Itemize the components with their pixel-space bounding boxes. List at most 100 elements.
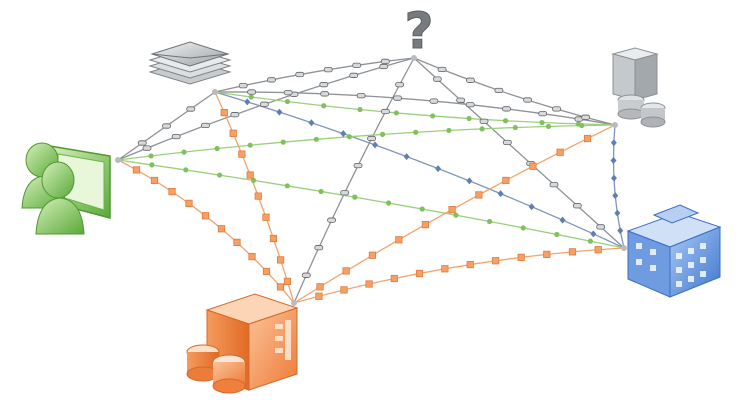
link-marker-dot (587, 238, 594, 244)
link-marker-cube (594, 246, 602, 254)
link-marker-cube (229, 129, 237, 137)
link-marker-cube (269, 234, 278, 243)
link-marker-cube (262, 213, 270, 221)
link-marker-pill (581, 114, 591, 120)
link-marker-cube (217, 225, 226, 233)
link-marker-dot (214, 145, 220, 152)
question-mark-icon: ? (404, 2, 434, 61)
link-marker-cube (233, 238, 241, 246)
link-marker-pill (596, 224, 606, 230)
link-marker-pill (320, 91, 330, 97)
link-marker-dot (284, 98, 291, 105)
mail-stack-icon (148, 41, 232, 85)
link-marker-cube (556, 148, 564, 156)
link-marker-dot (487, 218, 493, 225)
link-marker-diamond (497, 190, 504, 198)
link-marker-pill (162, 123, 171, 129)
link-marker-cube (395, 236, 403, 244)
link-marker-cube (340, 286, 348, 294)
network-link-orange (117, 159, 295, 304)
link-marker-pill (393, 95, 402, 101)
link-marker-cube (583, 134, 592, 143)
link-marker-diamond (276, 108, 283, 116)
link-marker-dot (313, 136, 319, 142)
link-marker-dot (453, 212, 459, 218)
link-marker-dot (149, 162, 155, 168)
network-link-orange (293, 247, 625, 304)
link-marker-pill (247, 89, 257, 95)
hub-point (212, 89, 218, 95)
link-marker-dot (321, 103, 327, 109)
link-marker-dot (479, 126, 485, 132)
network-link-green (214, 91, 616, 126)
network-link-gray (214, 91, 616, 126)
hub-point (411, 55, 417, 61)
link-marker-cube (316, 283, 324, 291)
link-marker-diamond (244, 98, 251, 106)
link-marker-cube (466, 260, 474, 269)
link-marker-cube (254, 192, 262, 200)
link-marker-dot (346, 134, 353, 140)
link-marker-dot (545, 123, 552, 130)
link-marker-pill (572, 203, 582, 209)
link-marker-pill (283, 90, 293, 96)
link-marker-dot (248, 94, 254, 100)
link-marker-cube (502, 176, 510, 185)
link-marker-cube (201, 212, 210, 220)
link-marker-dot (512, 124, 518, 131)
link-marker-diamond (610, 174, 617, 182)
server-database-icon (611, 47, 666, 128)
link-marker-cube (421, 220, 429, 229)
link-marker-pill (502, 106, 511, 112)
link-marker-diamond (610, 156, 617, 164)
link-markers (115, 55, 627, 306)
network-link-green (117, 159, 625, 249)
link-marker-pill (479, 118, 489, 124)
hub-point (621, 245, 627, 251)
link-marker-dot (352, 194, 358, 200)
link-marker-cube (475, 191, 483, 199)
link-marker-pill (186, 106, 196, 112)
link-marker-dot (413, 129, 419, 135)
link-marker-cube (517, 253, 525, 261)
link-marker-dot (247, 142, 253, 148)
link-marker-cube (315, 292, 323, 300)
link-marker-cube (390, 274, 398, 283)
link-marker-cube (132, 166, 141, 174)
link-marker-cube (248, 253, 256, 261)
link-marker-pill (352, 62, 362, 68)
link-marker-cube (492, 257, 500, 265)
link-marker-diamond (610, 139, 617, 147)
link-marker-cube (342, 267, 350, 275)
link-marker-diamond (340, 130, 347, 138)
link-marker-dot (318, 188, 324, 195)
hub-point (291, 300, 297, 306)
link-marker-cube (168, 188, 176, 196)
link-marker-diamond (308, 119, 315, 127)
link-marker-pill (295, 71, 305, 78)
link-marker-cube (150, 176, 159, 185)
link-marker-pill (432, 76, 442, 82)
link-marker-pill (437, 66, 447, 73)
network-links (117, 57, 625, 304)
link-marker-cube (262, 267, 271, 276)
link-marker-pill (137, 140, 147, 146)
link-marker-dot (554, 231, 560, 238)
link-marker-cube (529, 162, 537, 170)
link-marker-pill (142, 145, 152, 151)
link-marker-dot (181, 149, 187, 155)
datacenter-building-icon (186, 293, 299, 394)
link-marker-pill (523, 97, 533, 103)
link-marker-pill (201, 122, 210, 129)
link-marker-pill (238, 83, 248, 89)
link-marker-pill (538, 111, 548, 117)
link-marker-dot (280, 139, 286, 145)
link-marker-dot (502, 118, 509, 124)
link-marker-dot (520, 225, 526, 231)
link-marker-cube (276, 283, 285, 291)
network-link-gray (293, 57, 415, 304)
link-marker-pill (340, 190, 350, 196)
link-marker-diamond (372, 141, 379, 149)
link-marker-pill (465, 102, 475, 108)
